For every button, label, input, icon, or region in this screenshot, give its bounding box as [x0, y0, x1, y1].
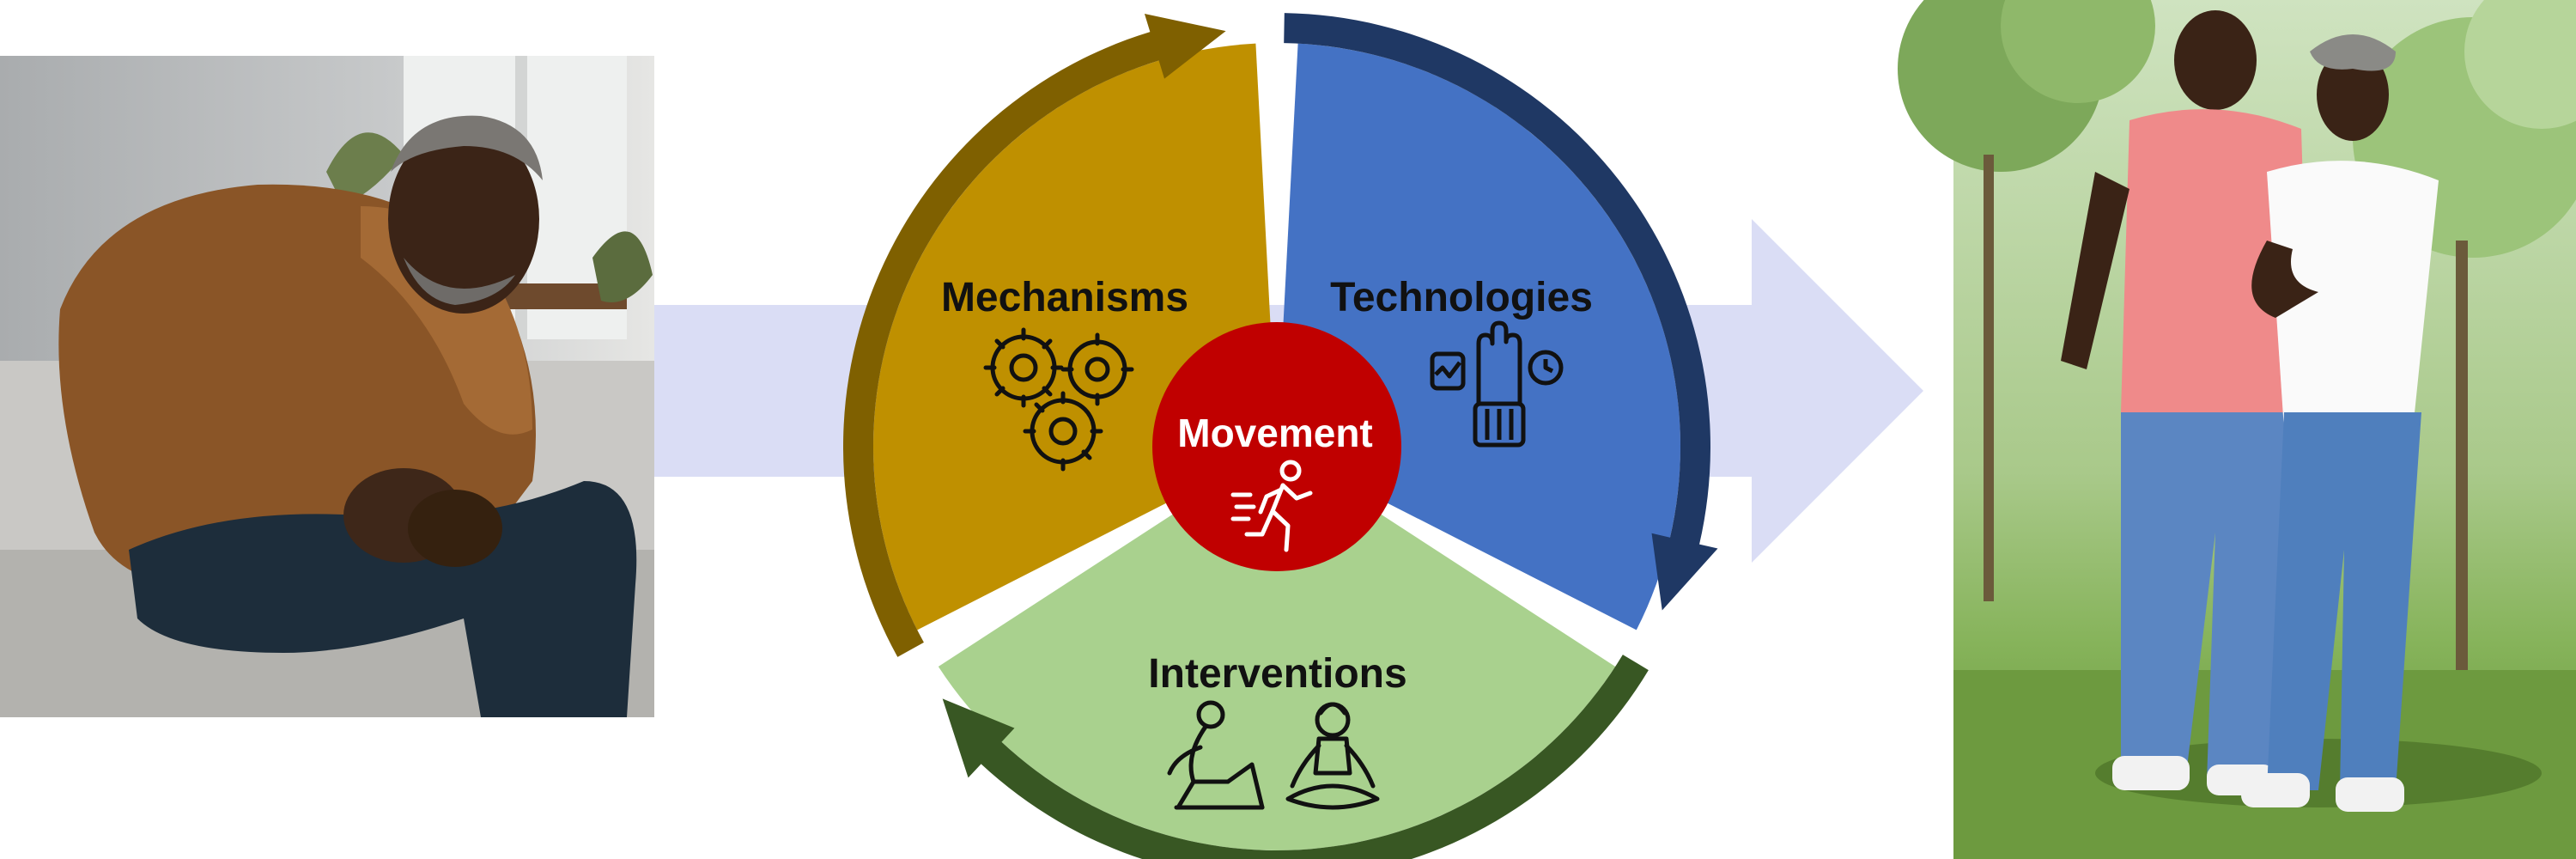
- movement-center-circle: [1152, 322, 1401, 571]
- mechanisms-label: Mechanisms: [941, 275, 1188, 320]
- interventions-label: Interventions: [1148, 651, 1406, 697]
- left-photo-man-with-knee-pain: [0, 56, 654, 717]
- right-photo-couple-walking: [1898, 0, 2576, 859]
- movement-label: Movement: [1177, 411, 1372, 455]
- cycle-diagram: Mechanisms Technologies Interventions Mo…: [842, 13, 1718, 859]
- exercise-yoga-icon: [1167, 700, 1380, 810]
- gears-icon: [983, 327, 1134, 472]
- technologies-label: Technologies: [1330, 275, 1593, 320]
- technologies-cycle-arrow: [1284, 13, 1718, 611]
- wearable-tech-icon: [1430, 320, 1564, 448]
- interventions-cycle-arrow: [942, 655, 1649, 859]
- running-person-icon: [1230, 460, 1313, 552]
- mechanisms-cycle-arrow: [842, 14, 1226, 657]
- interventions-sector: [938, 447, 1616, 850]
